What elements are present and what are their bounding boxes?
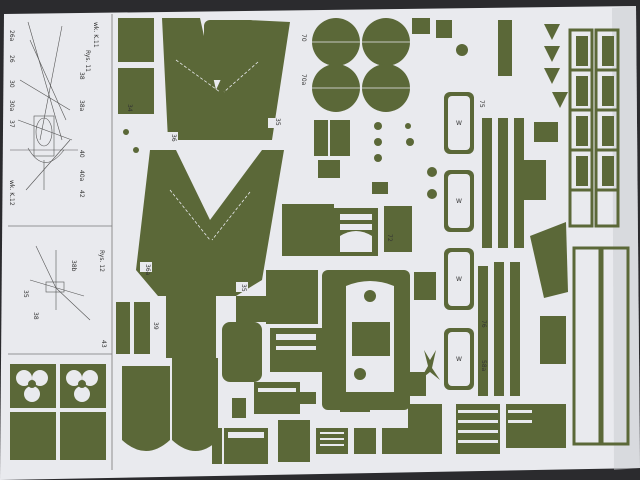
- window-w-4: W: [456, 356, 462, 363]
- triangle-parts: [534, 24, 568, 142]
- part-58a-label: 58a: [480, 360, 487, 372]
- tail-parts: [520, 160, 568, 448]
- frame-ladders: [568, 28, 630, 446]
- small-parts-left: [116, 129, 266, 382]
- part-26-label: 26: [8, 55, 15, 63]
- part-70-label: 70: [300, 34, 307, 42]
- paper-shadow: [612, 6, 640, 470]
- part-38b-label: 38b: [70, 260, 77, 272]
- window-w-3: W: [456, 276, 462, 283]
- wk11-label: wk. K.11: [92, 22, 99, 48]
- part-40-label: 40: [78, 150, 85, 158]
- propeller-parts: [10, 364, 106, 460]
- part-26a-label: 26a: [8, 30, 15, 42]
- rys12-label: Rys. 12: [98, 250, 105, 272]
- windows: [444, 92, 474, 390]
- part-35-label: 35: [22, 290, 29, 298]
- window-w-1: W: [456, 120, 462, 127]
- assembly-diagram-rys12: [29, 245, 91, 321]
- part-43-label: 43: [100, 340, 107, 348]
- wk12-label: wk. K.12: [8, 180, 15, 206]
- center-small-parts: [372, 18, 468, 300]
- part-37-label: 37: [8, 120, 15, 128]
- part-38-label: 38: [78, 72, 85, 80]
- part-70a-label: 70a: [300, 74, 307, 86]
- part-42-label: 42: [78, 190, 85, 198]
- part-36a-label: 36a: [144, 264, 151, 276]
- part-35-wing2-label: 35: [240, 284, 247, 292]
- part-30-label: 30: [8, 80, 15, 88]
- part-30a-label: 30a: [8, 100, 15, 112]
- part-38-r12-label: 38: [32, 312, 39, 320]
- part-34-label: 34: [126, 104, 133, 112]
- part-40a-label: 40a: [78, 170, 85, 182]
- window-w-2: W: [456, 198, 462, 205]
- part-75-label: 75: [478, 100, 485, 108]
- assembly-diagram-rys11: [10, 21, 78, 191]
- part-76-label: 76: [480, 320, 487, 328]
- part-35-wing-label: 35: [274, 118, 281, 126]
- part-72-label: 72: [386, 234, 393, 242]
- wing-parts: [118, 18, 290, 296]
- rys11-label: Rys. 11: [84, 50, 91, 72]
- part-36-label: 36: [170, 134, 177, 142]
- detail-parts: [212, 372, 442, 464]
- part-39-label: 39: [152, 322, 159, 330]
- instruction-panel-frame: [8, 14, 113, 470]
- part-38a-label: 38a: [78, 100, 85, 112]
